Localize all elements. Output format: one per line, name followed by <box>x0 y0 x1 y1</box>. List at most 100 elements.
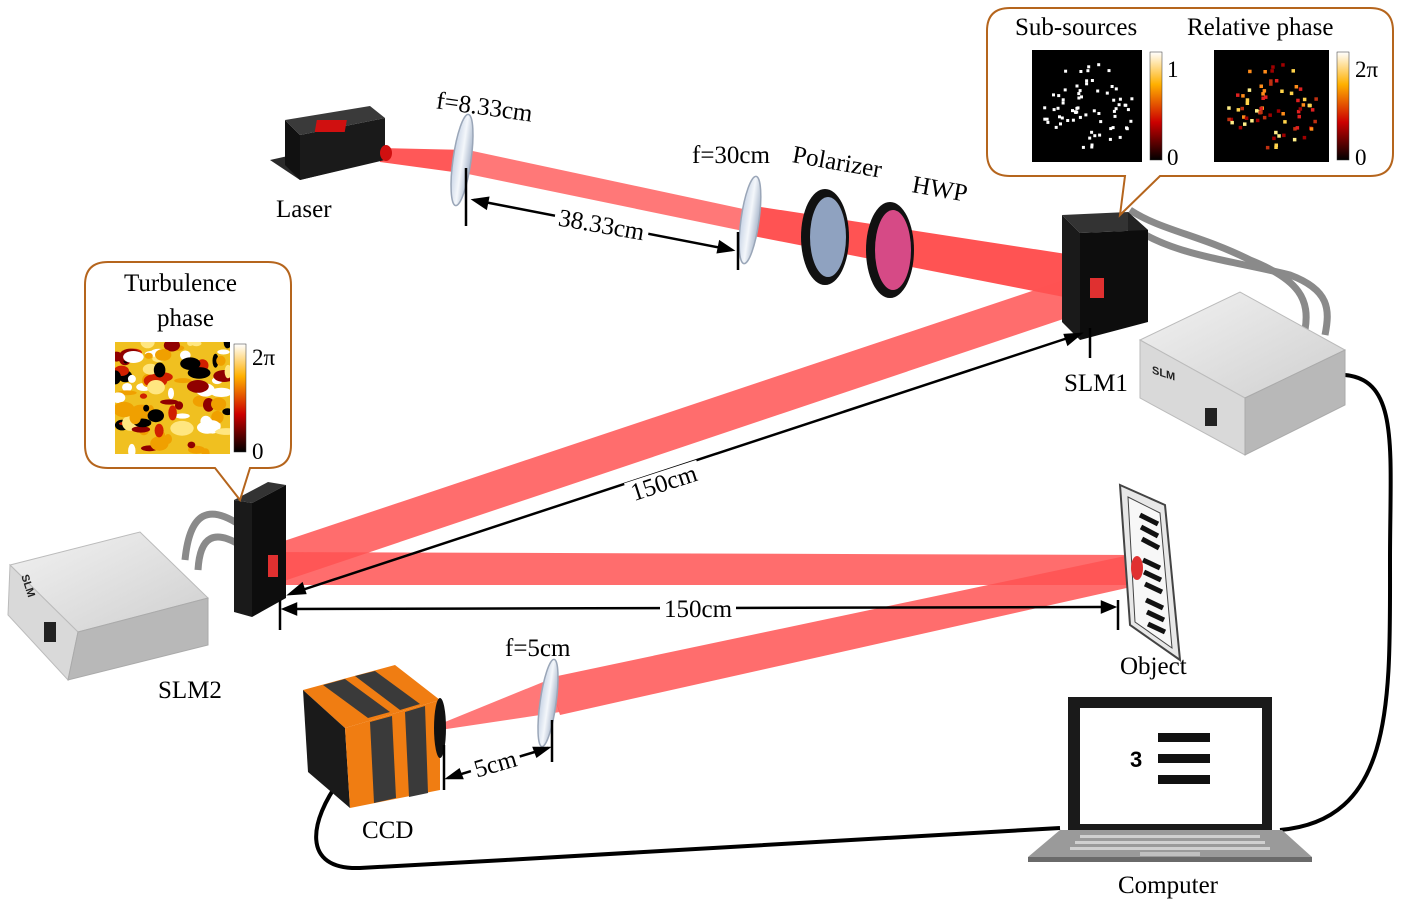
phase-dot <box>1236 93 1240 97</box>
subsource-dot <box>1046 120 1050 124</box>
subsources-cb-max: 1 <box>1167 57 1179 82</box>
subsources-dots <box>1043 63 1134 149</box>
turbulence-colorbar <box>233 343 247 453</box>
subsource-dot <box>1071 118 1075 122</box>
slm2-cables <box>181 510 242 571</box>
subsource-dot <box>1085 79 1089 83</box>
subsource-dot <box>1130 97 1134 101</box>
relative-phase-cb-max: 2π <box>1355 57 1379 82</box>
turbulence-blob <box>214 428 230 435</box>
turbulence-blob <box>222 408 230 416</box>
phase-dot <box>1276 109 1281 113</box>
turbulence-blob <box>115 392 126 403</box>
subsource-dot <box>1099 120 1103 124</box>
turbulence-blob <box>168 405 177 421</box>
subsource-dot <box>1092 109 1096 113</box>
subsource-dot <box>1129 119 1133 123</box>
subsource-dot <box>1086 69 1090 73</box>
phase-dot <box>1302 97 1307 102</box>
subsource-dot <box>1088 136 1092 140</box>
phase-dot <box>1298 87 1303 91</box>
turbulence-blob <box>139 393 148 399</box>
turbulence-blob <box>212 353 219 368</box>
turbulence-blob <box>155 349 172 361</box>
subsource-dot <box>1093 134 1097 138</box>
slm1-cables <box>1127 207 1331 336</box>
turbulence-blob <box>203 398 215 412</box>
phase-dot <box>1281 63 1285 67</box>
lens3-focal-label: f=5cm <box>505 635 571 662</box>
turbulence-blob <box>163 342 180 352</box>
phase-dot <box>1270 69 1274 73</box>
phase-dot <box>1255 109 1259 113</box>
polarizer <box>801 189 849 285</box>
slm2-object-distance-label: 150cm <box>660 597 737 622</box>
subsource-dot <box>1056 106 1060 110</box>
subsource-dot <box>1052 108 1056 112</box>
subsource-dot <box>1097 63 1101 67</box>
laser-beam <box>272 148 1140 730</box>
subsource-dot <box>1064 69 1068 73</box>
lens-2 <box>738 175 762 265</box>
turbulence-blob <box>180 357 201 371</box>
turbulence-blob <box>187 367 211 379</box>
turbulence-blob <box>115 370 121 385</box>
subsource-dot <box>1112 109 1116 113</box>
turbulence-blob <box>122 383 133 392</box>
phase-dot <box>1245 101 1250 105</box>
ccd-label: CCD <box>362 817 414 844</box>
turbulence-blob <box>211 397 227 411</box>
turbulence-blob <box>150 436 169 451</box>
subsource-dot <box>1059 122 1062 126</box>
phase-dot <box>1281 112 1285 116</box>
phase-dot <box>1227 106 1231 110</box>
phase-dot <box>1274 130 1278 135</box>
subsource-dot <box>1060 116 1064 120</box>
subsource-dot <box>1085 82 1089 86</box>
turbulence-blob <box>154 423 164 438</box>
phase-dot <box>1296 109 1301 114</box>
subsource-dot <box>1090 79 1094 82</box>
screen-number: 3 <box>1130 747 1143 772</box>
phase-dot <box>1259 110 1263 115</box>
subsource-dot <box>1077 96 1081 100</box>
phase-dot <box>1295 126 1300 130</box>
turbulence-blob <box>216 355 226 366</box>
subsource-dot <box>1084 113 1088 117</box>
subsource-dot <box>1090 143 1094 147</box>
turbulence-blob <box>127 374 136 383</box>
phase-dot <box>1296 98 1300 103</box>
subsource-dot <box>1075 110 1079 114</box>
phase-dot <box>1240 106 1244 111</box>
subsource-dot <box>1045 117 1049 121</box>
turbulence-cb-min: 0 <box>252 439 264 464</box>
phase-dot <box>1309 127 1314 131</box>
subsource-dot <box>1087 65 1091 69</box>
phase-dot <box>1274 145 1278 149</box>
slm2-controller <box>7 531 209 682</box>
object-target <box>1118 483 1182 663</box>
turbulence-blob <box>115 401 135 418</box>
subsource-dot <box>1058 115 1061 119</box>
slm2-label: SLM2 <box>158 677 222 704</box>
subsource-dot <box>1112 98 1116 102</box>
turbulence-title-line2: phase <box>157 305 214 332</box>
subsource-dot <box>1081 145 1085 149</box>
phase-dot <box>1269 79 1273 83</box>
turbulence-blob <box>128 443 136 454</box>
phase-dot <box>1259 106 1263 111</box>
subsource-dot <box>1063 88 1067 92</box>
subsource-dot <box>1043 117 1047 121</box>
turbulence-blob <box>224 364 230 379</box>
turbulence-blob <box>174 378 192 384</box>
phase-dot <box>1292 137 1297 142</box>
subsources-colorbar <box>1149 51 1163 161</box>
phase-dot <box>1250 119 1254 123</box>
subsource-dot <box>1077 92 1081 96</box>
turbulence-blob <box>147 409 164 423</box>
subsource-dot <box>1080 95 1083 99</box>
slm-controller-computer-cable <box>1279 373 1393 832</box>
phase-dot <box>1302 135 1307 140</box>
turbulence-blob <box>131 426 151 433</box>
